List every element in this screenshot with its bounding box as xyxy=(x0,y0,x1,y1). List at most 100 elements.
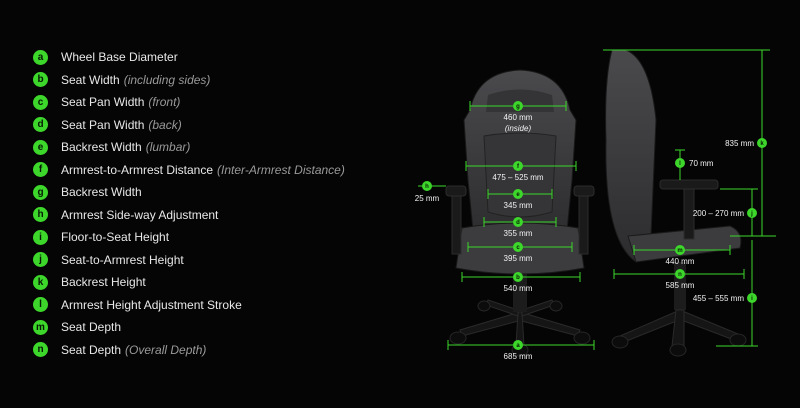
legend-note: (Inter-Armrest Distance) xyxy=(217,162,345,177)
side-wheel-base xyxy=(619,309,739,347)
legend-label: Wheel Base Diameter xyxy=(61,50,178,65)
legend-item: d Seat Pan Width(back) xyxy=(33,114,345,137)
dim-l-value: 70 mm xyxy=(689,159,714,168)
svg-text:l: l xyxy=(679,161,681,167)
legend-badge: k xyxy=(33,274,48,290)
dim-i-value: 455 – 555 mm xyxy=(693,294,744,303)
side-chair-illustration: k 835 mm l 70 mm j 200 – 270 mm m 440 mm… xyxy=(603,49,776,357)
marker-g: g xyxy=(513,101,523,111)
dim-b-value: 540 mm xyxy=(504,284,533,293)
dim-a-value: 685 mm xyxy=(504,352,533,361)
dim-j-value: 200 – 270 mm xyxy=(693,209,744,218)
legend-label: Floor-to-Seat Height xyxy=(61,230,170,245)
legend-badge: m xyxy=(33,319,48,335)
front-lumbar-panel xyxy=(483,132,557,218)
dim-h-value: 25 mm xyxy=(415,194,440,203)
marker-k: k xyxy=(757,138,767,148)
legend-label: Seat Depth xyxy=(61,320,122,335)
marker-m: m xyxy=(675,245,685,255)
marker-c: c xyxy=(513,242,523,252)
svg-text:b: b xyxy=(516,275,520,281)
legend-badge: i xyxy=(33,229,48,245)
legend-label: Backrest Width xyxy=(61,140,142,155)
front-casters xyxy=(449,300,591,357)
legend-label: Seat-to-Armrest Height xyxy=(61,252,184,267)
marker-e: e xyxy=(513,189,523,199)
front-chair-illustration: g 460 mm (inside) f 475 – 525 mm e 345 m… xyxy=(415,69,595,361)
svg-text:f: f xyxy=(517,164,520,170)
legend-badge: f xyxy=(33,162,48,178)
legend-badge: h xyxy=(33,207,48,223)
svg-text:e: e xyxy=(516,192,520,198)
legend-item: f Armrest-to-Armrest Distance(Inter-Armre… xyxy=(33,159,345,182)
legend-badge: n xyxy=(33,342,48,358)
front-armrests xyxy=(445,185,595,255)
dim-n-value: 585 mm xyxy=(666,281,695,290)
marker-l: l xyxy=(675,158,685,168)
legend-label: Backrest Width xyxy=(61,185,142,200)
legend-label: Armrest-to-Armrest Distance xyxy=(61,162,214,177)
legend-note: (Overall Depth) xyxy=(125,342,207,357)
front-gas-cylinder xyxy=(513,272,527,312)
legend-item: i Floor-to-Seat Height xyxy=(33,226,345,249)
svg-text:i: i xyxy=(751,296,753,302)
legend-item: c Seat Pan Width(front) xyxy=(33,91,345,114)
legend-label: Seat Pan Width xyxy=(61,117,145,132)
legend-note: (back) xyxy=(148,117,182,132)
marker-i: i xyxy=(747,293,757,303)
legend-note: (lumbar) xyxy=(145,140,191,155)
legend-note: (front) xyxy=(148,95,181,110)
legend-label: Backrest Height xyxy=(61,275,146,290)
legend-item: j Seat-to-Armrest Height xyxy=(33,249,345,272)
legend-item: h Armrest Side-way Adjustment xyxy=(33,204,345,227)
dim-d-value: 355 mm xyxy=(504,229,533,238)
legend-item: l Armrest Height Adjustment Stroke xyxy=(33,294,345,317)
legend-badge: g xyxy=(33,184,48,200)
marker-h: h xyxy=(422,181,432,191)
legend-badge: b xyxy=(33,72,48,88)
legend-item: g Backrest Width xyxy=(33,181,345,204)
legend-note: (including sides) xyxy=(123,72,211,87)
dim-g-value: 460 mm xyxy=(504,113,533,122)
legend-badge: c xyxy=(33,94,48,110)
svg-text:c: c xyxy=(516,245,520,251)
svg-text:a: a xyxy=(516,343,520,349)
legend-badge: j xyxy=(33,252,48,268)
marker-n: n xyxy=(675,269,685,279)
dim-e-value: 345 mm xyxy=(504,201,533,210)
dimension-legend: a Wheel Base Diameter b Seat Width(includin… xyxy=(33,46,345,361)
legend-item: a Wheel Base Diameter xyxy=(33,46,345,69)
side-backrest xyxy=(605,49,657,263)
marker-j: j xyxy=(747,208,757,218)
legend-item: b Seat Width(including sides) xyxy=(33,69,345,92)
legend-item: m Seat Depth xyxy=(33,316,345,339)
legend-badge: a xyxy=(33,49,48,65)
marker-d: d xyxy=(513,217,523,227)
svg-text:g: g xyxy=(516,104,520,110)
dim-c-value: 395 mm xyxy=(504,254,533,263)
legend-badge: l xyxy=(33,297,48,313)
svg-text:k: k xyxy=(760,141,764,147)
dim-m-value: 440 mm xyxy=(666,257,695,266)
svg-text:j: j xyxy=(750,211,753,217)
legend-badge: d xyxy=(33,117,48,133)
dim-g-sub: (inside) xyxy=(505,124,532,133)
legend-item: k Backrest Height xyxy=(33,271,345,294)
marker-a: a xyxy=(513,340,523,350)
dim-k-value: 835 mm xyxy=(725,139,754,148)
side-casters xyxy=(611,333,747,357)
marker-b: b xyxy=(513,272,523,282)
legend-label: Seat Pan Width xyxy=(61,95,145,110)
legend-item: e Backrest Width(lumbar) xyxy=(33,136,345,159)
side-armrest xyxy=(659,179,719,240)
dim-f-value: 475 – 525 mm xyxy=(492,173,543,182)
legend-label: Seat Width xyxy=(61,72,120,87)
svg-text:h: h xyxy=(425,184,429,190)
legend-label: Armrest Side-way Adjustment xyxy=(61,207,219,222)
legend-badge: e xyxy=(33,139,48,155)
legend-label: Armrest Height Adjustment Stroke xyxy=(61,297,242,312)
marker-f: f xyxy=(513,161,523,171)
svg-text:n: n xyxy=(678,272,682,278)
